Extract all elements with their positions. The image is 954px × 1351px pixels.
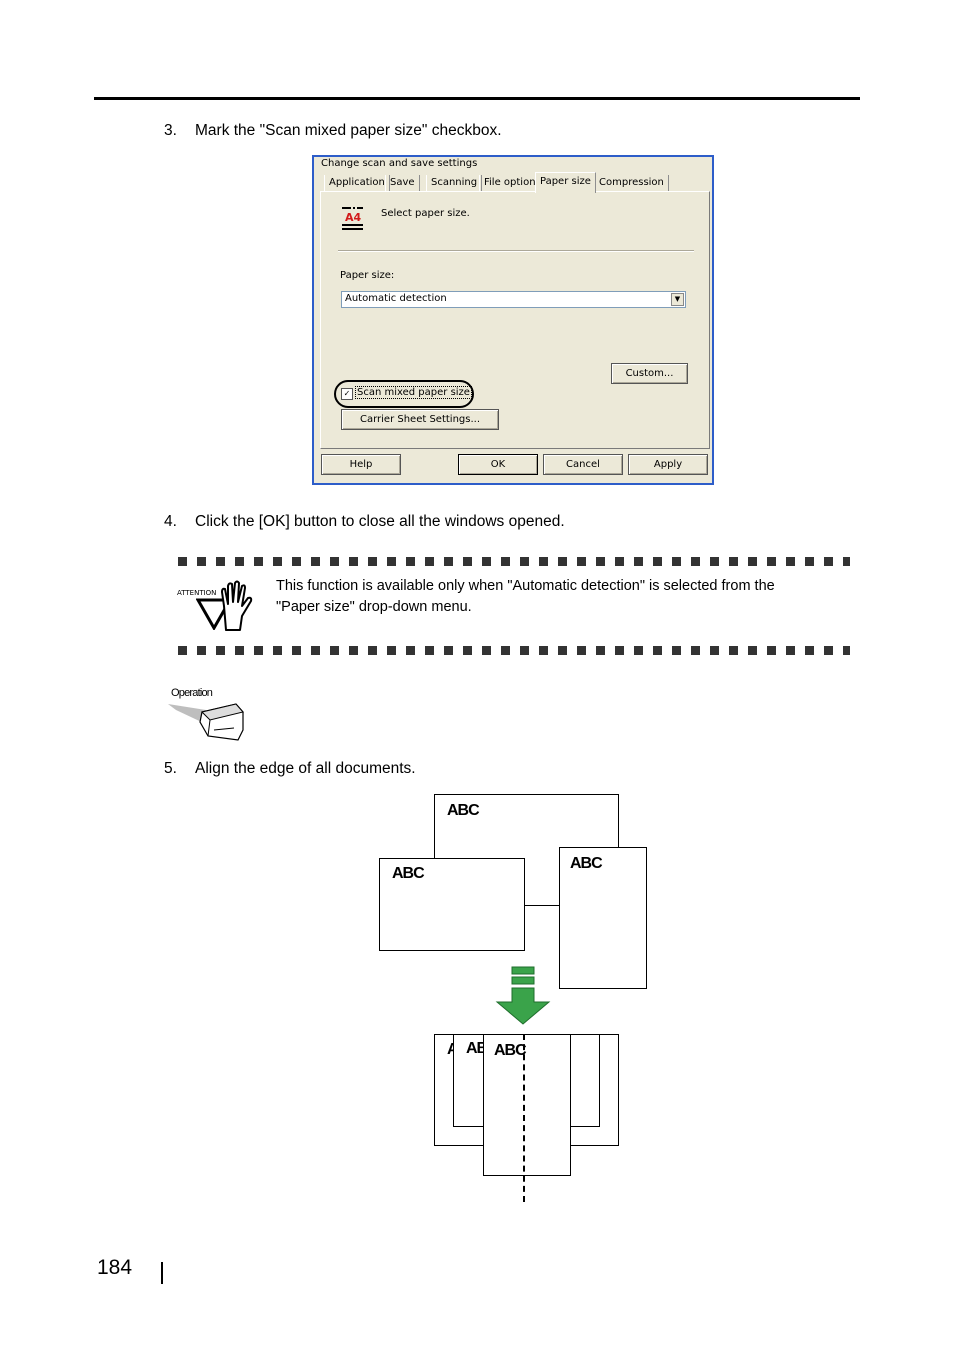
document-sheet: ABC bbox=[379, 858, 525, 951]
attention-badge: ATTENTION bbox=[177, 589, 217, 597]
apply-button[interactable]: Apply bbox=[628, 454, 708, 475]
scan-mixed-checkbox[interactable]: ✓ bbox=[341, 388, 353, 400]
tab-panel bbox=[320, 191, 710, 449]
tab-file-option[interactable]: File option bbox=[479, 175, 541, 191]
instruction-text: Select paper size. bbox=[381, 208, 470, 219]
page-number: 184 bbox=[97, 1256, 133, 1279]
document-label: ABC bbox=[392, 865, 425, 882]
attention-line-2: "Paper size" drop-down menu. bbox=[276, 599, 472, 615]
step-text: Click the [OK] button to close all the w… bbox=[195, 513, 565, 530]
down-arrow-icon bbox=[495, 966, 551, 1025]
attention-hand-icon: ATTENTION bbox=[176, 578, 258, 631]
tab-save[interactable]: Save bbox=[385, 175, 420, 191]
partial-label: AB bbox=[466, 1040, 488, 1057]
scanner-icon: Operation bbox=[166, 686, 246, 742]
tab-scanning[interactable]: Scanning bbox=[426, 175, 483, 191]
highlight-oval bbox=[334, 380, 474, 408]
tab-compression[interactable]: Compression bbox=[594, 175, 669, 191]
separator bbox=[338, 250, 694, 252]
attention-border-bottom bbox=[178, 646, 850, 655]
ok-button[interactable]: OK bbox=[458, 454, 538, 475]
paper-size-label: Paper size: bbox=[340, 270, 395, 281]
operation-badge: Operation bbox=[171, 687, 213, 699]
document-label: ABC bbox=[570, 855, 603, 872]
scan-mixed-label[interactable]: Scan mixed paper size bbox=[355, 386, 472, 399]
attention-text: This function is available only when "Au… bbox=[276, 576, 846, 618]
custom-button[interactable]: Custom... bbox=[611, 363, 688, 384]
tab-application[interactable]: Application bbox=[324, 175, 390, 191]
paper-size-dropdown[interactable]: Automatic detection ▼ bbox=[341, 291, 686, 308]
cancel-button[interactable]: Cancel bbox=[543, 454, 623, 475]
partial-label: A bbox=[447, 1041, 459, 1059]
tab-paper-size[interactable]: Paper size bbox=[535, 172, 596, 193]
step-number: 4. bbox=[164, 513, 177, 530]
page-number-bar bbox=[161, 1262, 163, 1284]
carrier-sheet-button[interactable]: Carrier Sheet Settings... bbox=[341, 409, 499, 430]
help-button[interactable]: Help bbox=[321, 454, 401, 475]
aligned-sheet: ABC bbox=[483, 1034, 571, 1176]
paper-size-value: Automatic detection bbox=[345, 293, 447, 304]
dialog-title: Change scan and save settings bbox=[321, 158, 478, 169]
step-number: 5. bbox=[164, 760, 177, 777]
step-text: Mark the "Scan mixed paper size" checkbo… bbox=[195, 122, 502, 139]
attention-line-1: This function is available only when "Au… bbox=[276, 578, 775, 594]
chevron-down-icon[interactable]: ▼ bbox=[671, 293, 684, 306]
document-label: ABC bbox=[494, 1042, 527, 1059]
attention-border-top bbox=[178, 557, 850, 566]
a4-label: A4 bbox=[345, 211, 362, 224]
center-line bbox=[523, 1034, 525, 1202]
step-text: Align the edge of all documents. bbox=[195, 760, 416, 777]
header-rule bbox=[94, 97, 860, 100]
document-sheet: ABC bbox=[559, 847, 647, 989]
step-number: 3. bbox=[164, 122, 177, 139]
settings-dialog: Change scan and save settings Applicatio… bbox=[312, 155, 714, 485]
a4-paper-icon bbox=[342, 207, 363, 230]
document-label: ABC bbox=[447, 802, 480, 819]
